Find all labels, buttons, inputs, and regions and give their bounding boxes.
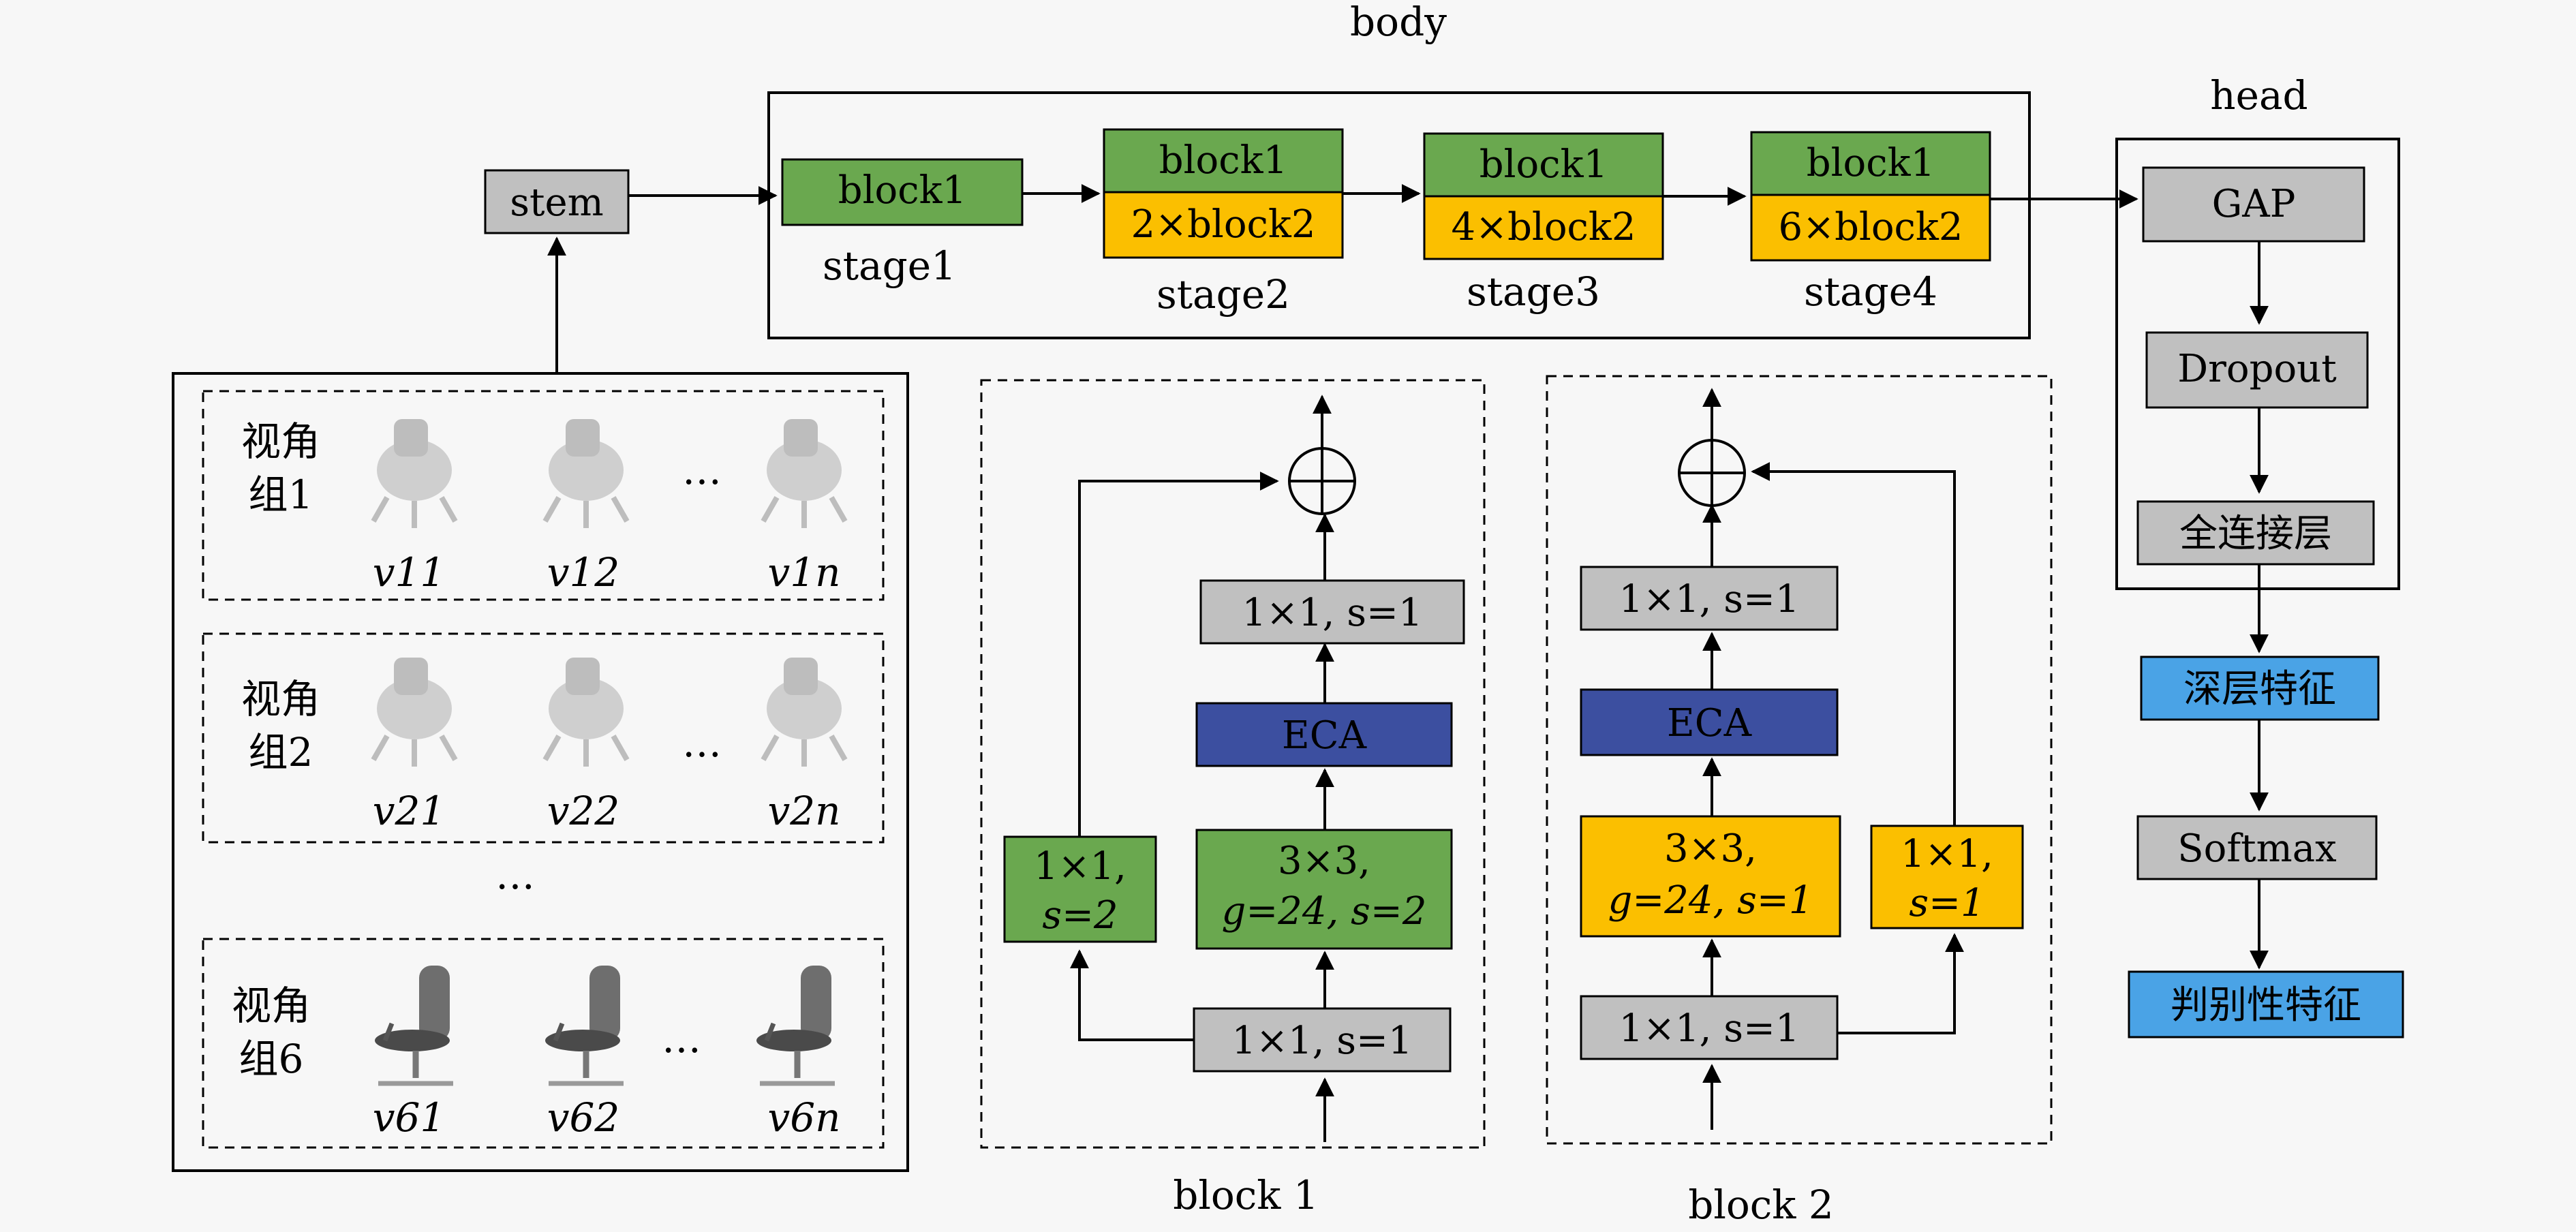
block2-shortcut-upper-arrow: [1751, 462, 1956, 826]
head-title: head: [2210, 72, 2307, 119]
view-group-1-label-line1: 视角: [241, 418, 320, 465]
view-groups-frame: [172, 372, 909, 1172]
body-frame: [767, 91, 2031, 339]
chair-v62-image: [545, 966, 624, 1083]
view-v1n-label: v1n: [767, 549, 840, 596]
stage2-block2: [1103, 191, 1344, 259]
block2-conv3: [1580, 815, 1841, 938]
view-group-2-dots: …: [682, 720, 722, 766]
discriminative-feature-box: [2128, 970, 2404, 1038]
view-group-1-dots: …: [682, 447, 722, 493]
stage3-block2-label: 4×block2: [1452, 205, 1636, 249]
stage1-block1-label: block1: [838, 168, 966, 213]
stage2-label: stage2: [1156, 271, 1290, 318]
block1-conv-bottom: [1193, 1007, 1452, 1073]
discriminative-feature-label: 判别性特征: [2171, 983, 2361, 1028]
chair-v12-image: [545, 419, 627, 528]
stage4-block1-label: block1: [1807, 141, 1935, 185]
block1-shortcut-label-line1: 1×1,: [1034, 844, 1126, 889]
stage3-block1-label: block1: [1479, 142, 1608, 187]
view-group-2-label-line2: 组2: [249, 729, 313, 775]
stage2-block1-label: block1: [1159, 138, 1287, 183]
block1-shortcut-label-line2: s=2: [1042, 893, 1118, 938]
stage4-block1: [1750, 131, 1991, 196]
block1-conv-bottom-label: 1×1, s=1: [1231, 1019, 1412, 1063]
block2-frame: [1546, 375, 2053, 1145]
block2-shortcut-box: [1870, 825, 2024, 929]
block1-shortcut-box: [1003, 835, 1157, 943]
block2-shortcut-label-line2: s=1: [1909, 881, 1984, 925]
groups-ellipsis: …: [495, 852, 535, 898]
view-group-2-label-line1: 视角: [241, 676, 320, 722]
view-v21-label: v21: [373, 788, 446, 834]
block1-conv3-label-line2: g=24, s=2: [1222, 889, 1427, 934]
block1-eca: [1195, 702, 1453, 767]
block2-conv-bottom: [1580, 995, 1839, 1060]
chair-v21-image: [373, 658, 455, 767]
chair-v1n-image: [763, 419, 845, 528]
block2-caption: block 2: [1688, 1182, 1834, 1228]
chair-v61-image: [375, 966, 453, 1083]
deep-feature-label: 深层特征: [2183, 667, 2336, 711]
view-v12-label: v12: [547, 549, 620, 596]
block1-conv-top-label: 1×1, s=1: [1242, 591, 1422, 635]
dropout-box: [2145, 331, 2369, 409]
view-group-6-dots: …: [662, 1015, 701, 1062]
stage3-block1: [1423, 132, 1664, 198]
view-group-6-label-line2: 组6: [239, 1036, 304, 1082]
body-title: body: [1350, 0, 1447, 45]
view-group-6-label-line1: 视角: [232, 983, 311, 1029]
block2-conv-bottom-label: 1×1, s=1: [1619, 1006, 1799, 1051]
view-group-1-label-line2: 组1: [249, 472, 313, 518]
block1-eca-label: ECA: [1282, 713, 1367, 758]
block2-shortcut-lower-arrow: [1837, 933, 1964, 1034]
block1-conv3: [1195, 829, 1453, 950]
block2-conv3-label-line1: 3×3,: [1664, 827, 1757, 871]
fc-box: [2136, 500, 2375, 566]
block1-conv-top: [1199, 579, 1465, 645]
view-group-2: [202, 632, 885, 844]
block2-conv-top-label: 1×1, s=1: [1619, 577, 1799, 621]
stage3-block2: [1423, 195, 1664, 260]
view-group-1: [202, 390, 885, 601]
fc-label: 全连接层: [2179, 512, 2332, 556]
stage2-block1: [1103, 128, 1344, 194]
stage1-label: stage1: [823, 243, 956, 289]
chair-v2n-image: [763, 658, 845, 767]
view-v6n-label: v6n: [767, 1094, 840, 1141]
softmax-box: [2136, 815, 2378, 880]
block2-eca-label: ECA: [1667, 701, 1752, 745]
chair-v6n-image: [756, 966, 835, 1083]
stage2-block2-label: 2×block2: [1131, 202, 1316, 247]
gap-label: GAP: [2212, 182, 2296, 226]
stage3-label: stage3: [1467, 268, 1600, 315]
block2-conv3-label-line2: g=24, s=1: [1608, 878, 1813, 923]
block1-conv3-label-line1: 3×3,: [1278, 839, 1370, 883]
block1-caption: block 1: [1173, 1172, 1319, 1218]
dropout-label: Dropout: [2177, 347, 2337, 391]
view-v61-label: v61: [373, 1094, 446, 1141]
block2-conv-top: [1580, 566, 1839, 631]
chair-v11-image: [373, 419, 455, 528]
view-group-6: [202, 938, 885, 1149]
stage4-label: stage4: [1804, 268, 1937, 315]
stem-box: [484, 169, 630, 234]
deep-feature-box: [2140, 656, 2380, 721]
view-v22-label: v22: [547, 788, 620, 834]
stage4-block2: [1750, 194, 1991, 262]
block1-shortcut-lower-arrow: [1070, 949, 1194, 1041]
stem-label: stem: [510, 181, 603, 225]
block1-frame: [980, 379, 1486, 1149]
block2-shortcut-label-line1: 1×1,: [1901, 832, 1993, 876]
view-v11-label: v11: [373, 549, 446, 596]
stage4-block2-label: 6×block2: [1779, 205, 1963, 249]
chair-v22-image: [545, 658, 627, 767]
block1-shortcut-upper-arrow: [1078, 472, 1279, 837]
gap-box: [2142, 166, 2365, 243]
view-v62-label: v62: [547, 1094, 620, 1141]
block2-eca: [1580, 688, 1839, 756]
view-v2n-label: v2n: [767, 788, 840, 834]
softmax-label: Softmax: [2177, 827, 2336, 871]
